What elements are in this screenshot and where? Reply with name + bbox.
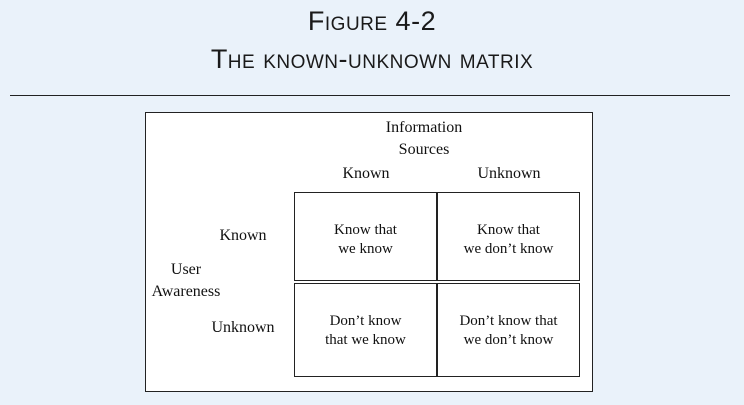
matrix-frame: Information Sources Known Unknown User A… bbox=[145, 112, 593, 392]
cell-known-unknown-text: Know that we don’t know bbox=[463, 222, 554, 257]
cell-known-unknown: Know that we don’t know bbox=[437, 192, 580, 281]
cell-unknown-known: Don’t know that we know bbox=[294, 283, 437, 377]
cell-known-known-text: Know that we know bbox=[334, 222, 397, 257]
row-axis-label: User Awareness bbox=[151, 261, 221, 300]
figure-number: Figure 4-2 bbox=[307, 6, 437, 36]
column-header-known: Known bbox=[342, 165, 390, 182]
column-header-unknown: Unknown bbox=[477, 165, 541, 182]
cell-known-known: Know that we know bbox=[294, 192, 437, 281]
title-divider bbox=[10, 95, 730, 96]
row-header-unknown: Unknown bbox=[211, 319, 275, 336]
row-header-known: Known bbox=[219, 227, 267, 244]
column-axis-label: Information Sources bbox=[385, 119, 463, 158]
cell-unknown-unknown-text: Don’t know that we don’t know bbox=[459, 313, 558, 348]
figure-title: The known-unknown matrix bbox=[210, 44, 534, 74]
cell-unknown-known-text: Don’t know that we know bbox=[325, 313, 406, 348]
cell-unknown-unknown: Don’t know that we don’t know bbox=[437, 283, 580, 377]
